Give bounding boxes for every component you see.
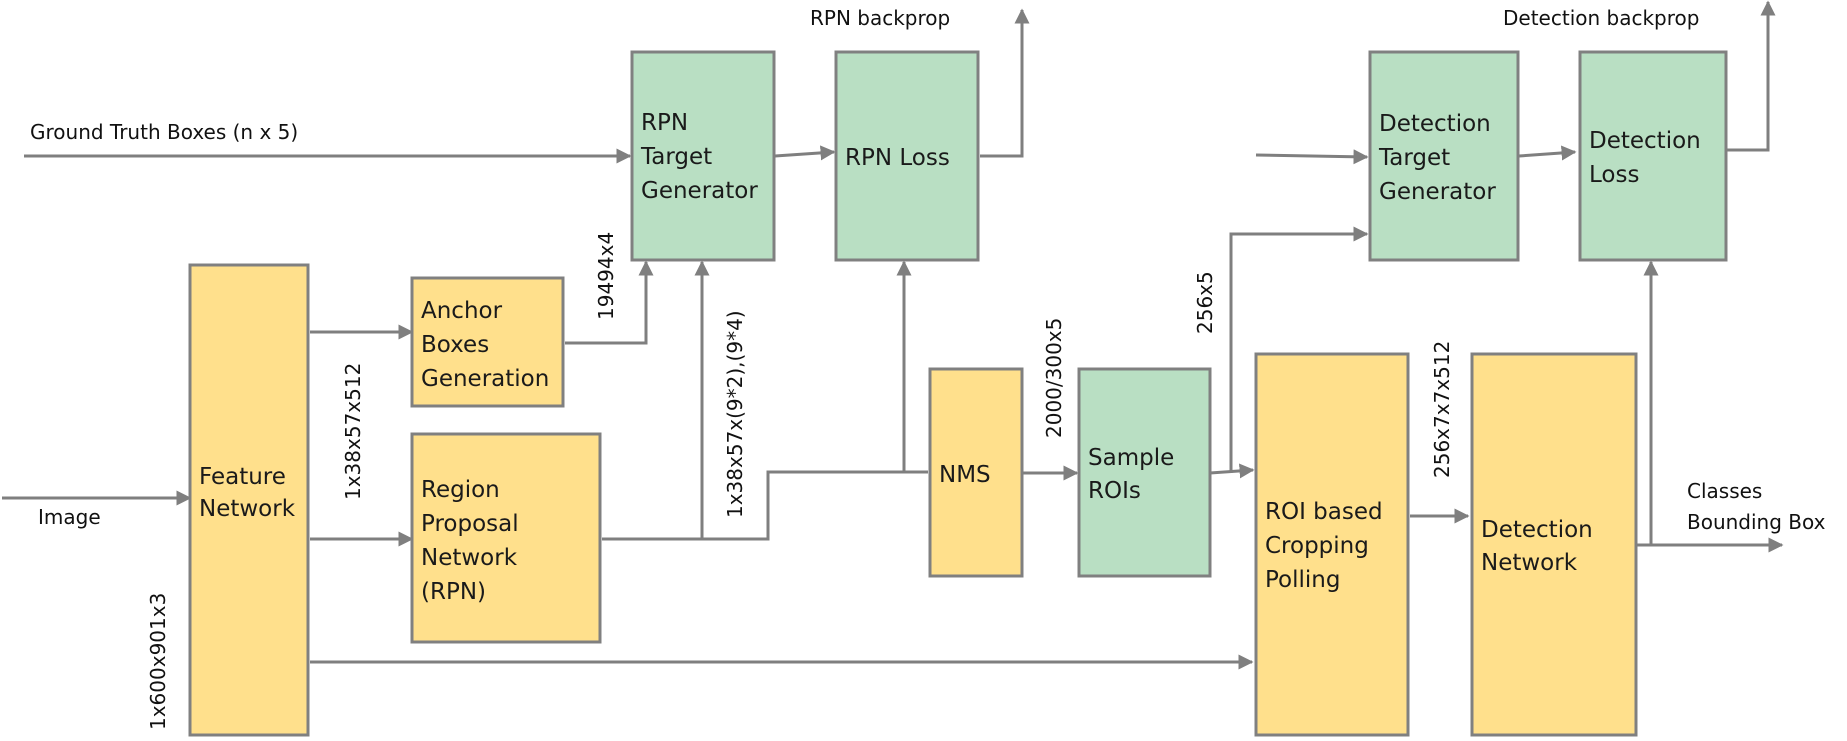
node-rpn-loss-box [834,50,980,262]
label-dim-image: 1x600x901x3 [146,593,170,730]
label-dim-nms: 2000/300x5 [1042,318,1066,438]
label-rpn-backprop: RPN backprop [810,6,950,30]
node-detection-target-generator-text: Detection Target Generator [1378,111,1498,205]
edge-detection-target-to-loss [1518,145,1577,161]
node-anchor-boxes-text: Anchor Boxes Generation [421,298,549,392]
node-nms-box [928,367,1024,578]
node-rpn-target-generator-text: RPN Target Generator [640,110,758,204]
node-sample-rois: Sample ROIs [1077,367,1212,578]
node-feature-network: Feature Network [188,263,310,737]
node-anchor-boxes: Anchor Boxes Generation [410,276,565,408]
node-roi-cropping: ROI based Cropping Polling [1254,352,1410,737]
node-detection-target-generator-box [1368,50,1520,262]
node-nms-text: NMS [939,462,991,488]
node-roi-cropping-text: ROI based Cropping Polling [1265,499,1390,593]
label-image: Image [38,505,101,529]
node-feature-network-text: Feature Network [199,464,296,522]
label-dim-rois: 256x5 [1193,271,1217,334]
label-ground-truth: Ground Truth Boxes (n x 5) [30,120,298,144]
edge-rpn-loss-to-backprop [980,8,1030,158]
node-roi-cropping-box [1254,352,1410,737]
edge-detection-loss-to-backprop [1727,0,1776,152]
node-anchor-boxes-box [410,276,565,408]
node-rpn-text: Region Proposal Network (RPN) [421,477,526,605]
node-detection-target-generator: Detection Target Generator [1368,50,1520,262]
labels: Ground Truth Boxes (n x 5) Image RPN bac… [30,6,1826,730]
node-detection-loss-text: Detection Loss [1589,128,1708,188]
label-bounding-box: Bounding Box [1687,510,1826,534]
edges [2,0,1784,670]
label-dim-crops: 256x7x7x512 [1430,341,1454,478]
nodes: Feature Network Anchor Boxes Generation … [188,50,1728,737]
label-detection-backprop: Detection backprop [1503,6,1699,30]
node-detection-loss: Detection Loss [1578,50,1728,262]
node-rpn: Region Proposal Network (RPN) [410,432,602,644]
node-sample-rois-text: Sample ROIs [1088,445,1182,504]
node-nms: NMS [928,367,1024,578]
node-detection-network: Detection Network [1470,352,1638,737]
edge-anchor-to-rpn-target [565,260,654,345]
node-detection-network-box [1470,352,1638,737]
node-rpn-loss: RPN Loss [834,50,980,262]
edge-rpn-to-nms [702,470,928,541]
node-rpn-loss-text: RPN Loss [845,145,950,171]
node-detection-loss-box [1578,50,1728,262]
node-detection-network-text: Detection Network [1481,517,1600,576]
label-dim-rpn-out: 1x38x57x(9*2),(9*4) [723,310,747,518]
label-dim-features: 1x38x57x512 [341,363,365,500]
edge-sample-rois-to-detection-target [1229,226,1369,473]
label-dim-anchors: 19494x4 [594,232,618,320]
node-sample-rois-box [1077,367,1212,578]
label-classes: Classes [1687,479,1762,503]
node-rpn-target-generator-box [630,50,776,262]
node-rpn-target-generator: RPN Target Generator [630,50,776,262]
edge-rpn-target-to-rpn-loss [774,145,836,161]
edge-input-to-detection-target [1255,149,1369,165]
node-feature-network-box [188,263,310,737]
node-rpn-box [410,432,602,644]
